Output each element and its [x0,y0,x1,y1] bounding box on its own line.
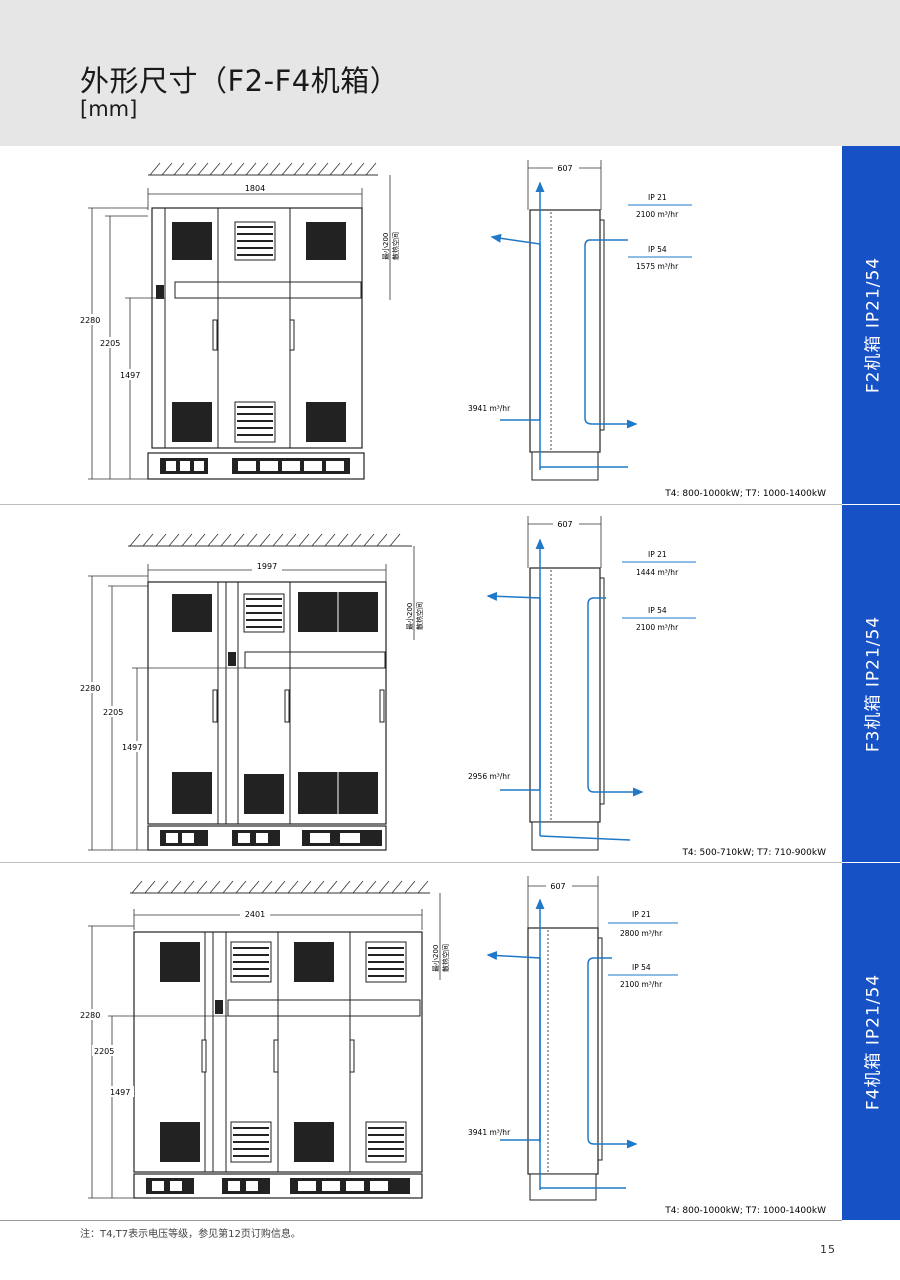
page-header: 外形尺寸（F2-F4机箱） [mm] [0,0,900,146]
depth-dim: 607 [557,520,572,529]
side-view-f4: 607 IP 21 2800 m³/hr IP 54 2100 m³/hr 39… [468,876,678,1201]
power-rating-f4: T4: 800-1000kW; T7: 1000-1400kW [664,1206,826,1216]
height-low-dim: 1497 [122,743,142,752]
ip21-value: 1444 m³/hr [636,568,679,577]
side-view-f2: 607 IP 21 2100 m³/hr IP 54 1575 m³/hr 39… [468,160,692,481]
height-mid-dim: 2205 [94,1047,114,1056]
depth-dim: 607 [557,164,572,173]
ip21-label: IP 21 [648,550,667,559]
separator [0,504,842,505]
side-view-f3: 607 IP 21 1444 m³/hr IP 54 2100 m³/hr 29… [468,516,696,851]
front-view-f3: 1997 最小200 散热空间 228 [78,533,424,851]
clearance-label-2: 散热空间 [441,944,450,972]
drawings: 1804 最小200 散热空间 [78,160,826,1216]
width-dim: 1804 [245,184,265,193]
sidebar-f4-label: F4机箱 IP21/54 [863,973,884,1110]
sidebar-f4: F4机箱 IP21/54 [842,863,900,1220]
ip21-label: IP 21 [648,193,667,202]
width-dim: 1997 [257,562,277,571]
clearance-label: 最小200 [381,233,390,260]
width-dim: 2401 [245,910,265,919]
unit-label: [mm] [80,97,138,121]
separator [0,862,842,863]
ip21-label: IP 21 [632,910,651,919]
sidebar-f3: F3机箱 IP21/54 [842,505,900,862]
ip54-label: IP 54 [632,963,651,972]
ip21-value: 2100 m³/hr [636,210,679,219]
ip54-value: 2100 m³/hr [636,623,679,632]
ip54-label: IP 54 [648,245,667,254]
inflow-label: 3941 m³/hr [468,404,511,413]
ip21-value: 2800 m³/hr [620,929,663,938]
height-mid-dim: 2205 [100,339,120,348]
sidebar-f3-label: F3机箱 IP21/54 [863,615,884,752]
front-view-f2: 1804 最小200 散热空间 [78,162,400,480]
depth-dim: 607 [550,882,565,891]
sidebar-f2: F2机箱 IP21/54 [842,146,900,504]
clearance-label: 最小200 [405,603,414,630]
height-total-dim: 2280 [80,316,100,325]
sidebar-f2-label: F2机箱 IP21/54 [863,256,884,394]
height-total-dim: 2280 [80,1011,100,1020]
inflow-label: 2956 m³/hr [468,772,511,781]
page-title: 外形尺寸（F2-F4机箱） [80,64,400,98]
power-rating-f2: T4: 800-1000kW; T7: 1000-1400kW [664,489,826,499]
ip54-label: IP 54 [648,606,667,615]
front-view-f4: 2401 最小200 散热空间 [78,880,450,1199]
height-low-dim: 1497 [120,371,140,380]
ip54-value: 2100 m³/hr [620,980,663,989]
height-low-dim: 1497 [110,1088,130,1097]
footer-divider [0,1220,842,1221]
ip54-value: 1575 m³/hr [636,262,679,271]
page-number: 15 [820,1243,836,1256]
power-rating-f3: T4: 500-710kW; T7: 710-900kW [681,848,826,858]
clearance-label-2: 散热空间 [391,232,400,260]
clearance-label-2: 散热空间 [415,602,424,630]
clearance-label: 最小200 [431,945,440,972]
inflow-label: 3941 m³/hr [468,1128,511,1137]
height-mid-dim: 2205 [103,708,123,717]
footnote: 注：T4,T7表示电压等级，参见第12页订购信息。 [80,1229,301,1240]
height-total-dim: 2280 [80,684,100,693]
